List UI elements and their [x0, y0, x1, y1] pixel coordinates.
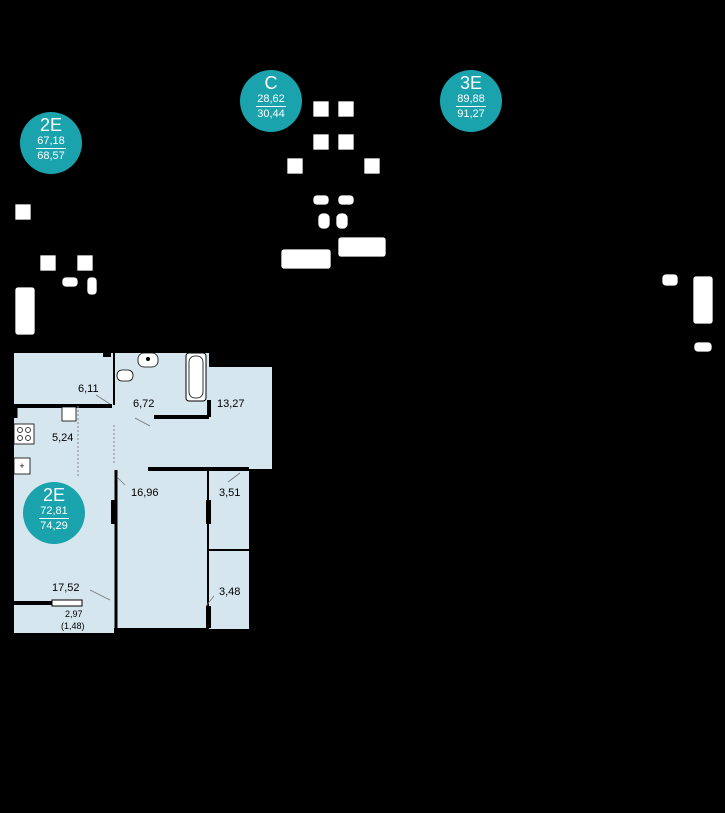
badge-area-total: 68,57: [37, 150, 65, 162]
badge-area-living: 67,18: [37, 135, 65, 147]
badge-area-living: 89,88: [457, 93, 485, 105]
apartment-badge-c[interactable]: C 28,62 30,44: [240, 70, 302, 132]
badge-divider: [36, 148, 66, 149]
room-area-balcony-reduced: (1,48): [61, 621, 85, 631]
bathtub-icon: [185, 352, 207, 402]
toilet-icon: [116, 369, 134, 382]
badge-area-living: 72,81: [40, 505, 68, 517]
room-area-main: 17,52: [52, 582, 80, 594]
leader-lines: [89, 394, 241, 607]
room-area-living: 16,96: [131, 487, 159, 499]
badge-area-total: 74,29: [40, 520, 68, 532]
stove-icon: [13, 423, 35, 445]
room-area-balcony: 2,97: [65, 609, 83, 619]
room-area-bathroom: 6,72: [133, 398, 155, 410]
badge-divider: [39, 518, 69, 519]
svg-text:+: +: [19, 461, 24, 471]
room-area-wc: 3,48: [219, 586, 241, 598]
badge-type: 2E: [42, 485, 66, 505]
walls: [10, 353, 249, 629]
badge-divider: [456, 106, 486, 107]
badge-type: 3E: [459, 73, 483, 93]
room-area-bedroom-small: 13,27: [217, 398, 245, 410]
apartment-badge-2e-top[interactable]: 2E 67,18 68,57: [20, 112, 82, 174]
fixture-icons-top: [14, 100, 714, 353]
room-area-kitchen: 5,24: [52, 432, 74, 444]
fridge-icon: +: [13, 457, 31, 475]
apartment-badge-2e-main[interactable]: 2E 72,81 74,29: [23, 482, 85, 544]
kitchen-sink-icon: [61, 406, 77, 422]
balcony-rail: [51, 599, 83, 607]
room-area-hall: 6,11: [78, 383, 99, 395]
badge-divider: [256, 106, 286, 107]
badge-area-living: 28,62: [257, 93, 285, 105]
badge-type: C: [264, 73, 278, 93]
doors: [103, 349, 211, 628]
badge-area-total: 30,44: [257, 108, 285, 120]
sink-icon: [137, 352, 159, 368]
room-area-storage: 3,51: [219, 487, 241, 499]
apartment-badge-3e[interactable]: 3E 89,88 91,27: [440, 70, 502, 132]
badge-area-total: 91,27: [457, 108, 485, 120]
badge-type: 2E: [39, 115, 63, 135]
